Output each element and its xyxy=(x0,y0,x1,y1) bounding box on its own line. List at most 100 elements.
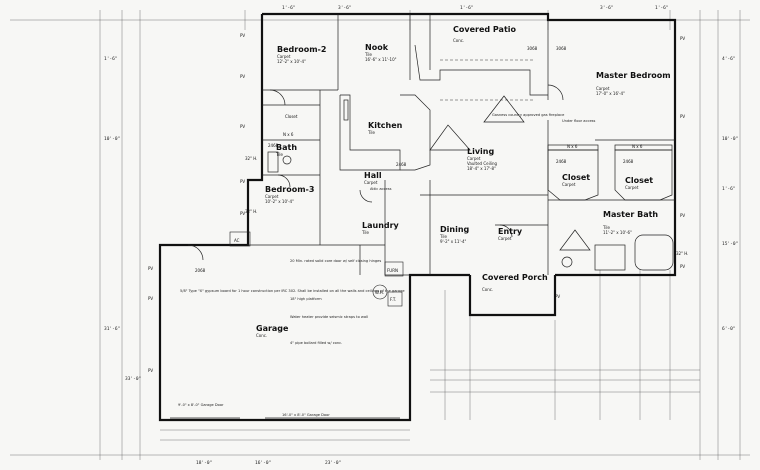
fire-door-note: 20 Min. rated solid core door w/ self cl… xyxy=(290,259,381,263)
master-bath-finish: Tile xyxy=(602,225,611,230)
master-bedroom-size: 17'-0" x 16'-4" xyxy=(596,91,625,96)
pv-marker: PV xyxy=(148,266,153,271)
patio-outline xyxy=(414,14,548,96)
master-bath-label: Master Bath xyxy=(603,210,658,219)
top-dimension: 3'-6" xyxy=(600,5,614,11)
bedroom2-size: 12'-2" x 10'-4" xyxy=(277,59,306,64)
door-swings xyxy=(187,84,564,261)
underfloor-note: Under floor access xyxy=(562,119,596,123)
closet-c-label: Closet xyxy=(625,176,653,185)
kitchen-finish: Tile xyxy=(367,130,376,135)
dining-label: Dining xyxy=(440,225,470,234)
bath-finish: Tile xyxy=(275,152,284,157)
right-dimension: 1'-6" xyxy=(722,186,736,192)
wh-label: W.H. xyxy=(375,290,384,295)
garage-finish: Conc. xyxy=(256,333,267,338)
attic-note: Attic access xyxy=(370,187,392,191)
bedroom2-label: Bedroom-2 xyxy=(277,45,326,54)
laundry-finish: Tile xyxy=(361,230,370,235)
pv-marker: PV xyxy=(240,74,245,79)
garage-board-note: 5/8" Type "X" gypsum board for 1 hour co… xyxy=(180,289,405,293)
garage-label: Garage xyxy=(256,324,289,333)
bedroom2-finish: Carpet xyxy=(277,54,291,59)
laundry-label: Laundry xyxy=(362,221,400,230)
living-finish: Carpet xyxy=(467,156,481,161)
wall-height-marker: 32" H. xyxy=(245,156,257,161)
bedroom3-label: Bedroom-3 xyxy=(265,185,314,194)
closet-size-c: N x 6 xyxy=(632,144,643,149)
bedroom3-finish: Carpet xyxy=(265,194,279,199)
living-label: Living xyxy=(467,147,494,156)
bottom-dimension: 18'-0" xyxy=(196,460,212,466)
fireplace xyxy=(429,95,591,251)
bath-fixtures xyxy=(267,151,674,271)
bottom-dimension: 23'-0" xyxy=(325,460,341,466)
covered-porch-finish: Conc. xyxy=(482,287,493,292)
garage-door-left-label: 9'-0" x 8'-0" Garage Door xyxy=(178,403,224,407)
pv-marker: PV xyxy=(680,213,685,218)
window-code-master: 3068 xyxy=(556,46,567,51)
right-dimension: 6'-0" xyxy=(722,326,736,332)
dashed-lines xyxy=(440,59,535,101)
window-code-kitchen: 2468 xyxy=(396,162,407,167)
closet-c-finish: Carpet xyxy=(625,185,639,190)
window-code-bath: 2468 xyxy=(268,143,279,148)
living-note: Vaulted Ceiling xyxy=(467,161,497,166)
window-code-patio: 3068 xyxy=(527,46,538,51)
platform-note: 18" high platform xyxy=(290,297,322,301)
hall-label: Hall xyxy=(364,171,382,180)
window-code-closet-c: 2468 xyxy=(623,159,634,164)
entry-finish: Carpet xyxy=(498,236,512,241)
pv-marker: PV xyxy=(148,368,153,373)
wall-height-marker: 32" H. xyxy=(245,209,257,214)
master-bedroom-finish: Carpet xyxy=(596,86,610,91)
left-dimension: 10'-0" xyxy=(104,136,120,142)
pv-marker: PV xyxy=(148,296,153,301)
top-dimension: 3'-6" xyxy=(338,5,352,11)
furn-label: FURN xyxy=(387,268,398,273)
garage-door-right-label: 16'-0" x 8'-0" Garage Door xyxy=(282,413,330,417)
pv-marker: PV xyxy=(240,124,245,129)
ft-box xyxy=(387,291,403,307)
pv-marker: PV xyxy=(240,33,245,38)
kitchen-label: Kitchen xyxy=(368,121,403,130)
bottom-dimension: 16'-0" xyxy=(255,460,271,466)
right-dimension: 4'-6" xyxy=(722,56,736,62)
closet-a-label: Closet xyxy=(285,114,298,119)
hall-finish: Carpet xyxy=(364,180,378,185)
closet-b-label: Closet xyxy=(562,173,590,182)
wall-height-marker: 32" H. xyxy=(676,251,688,256)
nook-size: 16'-6" x 11'-10" xyxy=(365,57,397,62)
water-heater-circle xyxy=(372,284,388,300)
fireplace-note: Gasness country approved gas fireplace xyxy=(492,113,565,117)
pv-markers: PV PV PV PV PV PV PV PV PV PV PV PV PV xyxy=(148,33,685,373)
right-dimension: 10'-0" xyxy=(722,136,738,142)
closet-size-b: N x 6 xyxy=(567,144,578,149)
dining-size: 9'-2" x 11'-4" xyxy=(440,239,467,244)
dimension-grid xyxy=(10,10,750,460)
master-bedroom-label: Master Bedroom xyxy=(596,71,671,80)
covered-porch-label: Covered Porch xyxy=(482,273,548,282)
bedroom3-size: 10'-2" x 10'-4" xyxy=(265,199,294,204)
window-code-garage: 2068 xyxy=(195,268,206,273)
bollard-note: 4" pipe bollard filled w/ conc. xyxy=(290,341,342,345)
closet-outlines xyxy=(547,144,673,201)
window-code-closet-b: 2468 xyxy=(556,159,567,164)
bath-label: Bath xyxy=(276,143,297,152)
right-dimension: 15'-0" xyxy=(722,241,738,247)
nook-finish: Tile xyxy=(364,52,373,57)
closet-b-finish: Carpet xyxy=(562,182,576,187)
entry-label: Entry xyxy=(498,227,523,236)
dining-finish: Tile xyxy=(439,234,448,239)
ac-label: AC xyxy=(234,238,240,243)
left-dimension: 33'-0" xyxy=(125,376,141,382)
top-dimension: 1'-6" xyxy=(282,5,296,11)
pv-marker: PV xyxy=(240,179,245,184)
top-dimension: 1'-6" xyxy=(460,5,474,11)
master-bath-size: 11'-2" x 10'-6" xyxy=(603,230,632,235)
living-size: 18'-4" x 17'-8" xyxy=(467,166,496,171)
left-dimension: 1'-6" xyxy=(104,56,118,62)
closet-size-a: N x 6 xyxy=(283,132,294,137)
left-dimension: 31'-6" xyxy=(104,326,120,332)
